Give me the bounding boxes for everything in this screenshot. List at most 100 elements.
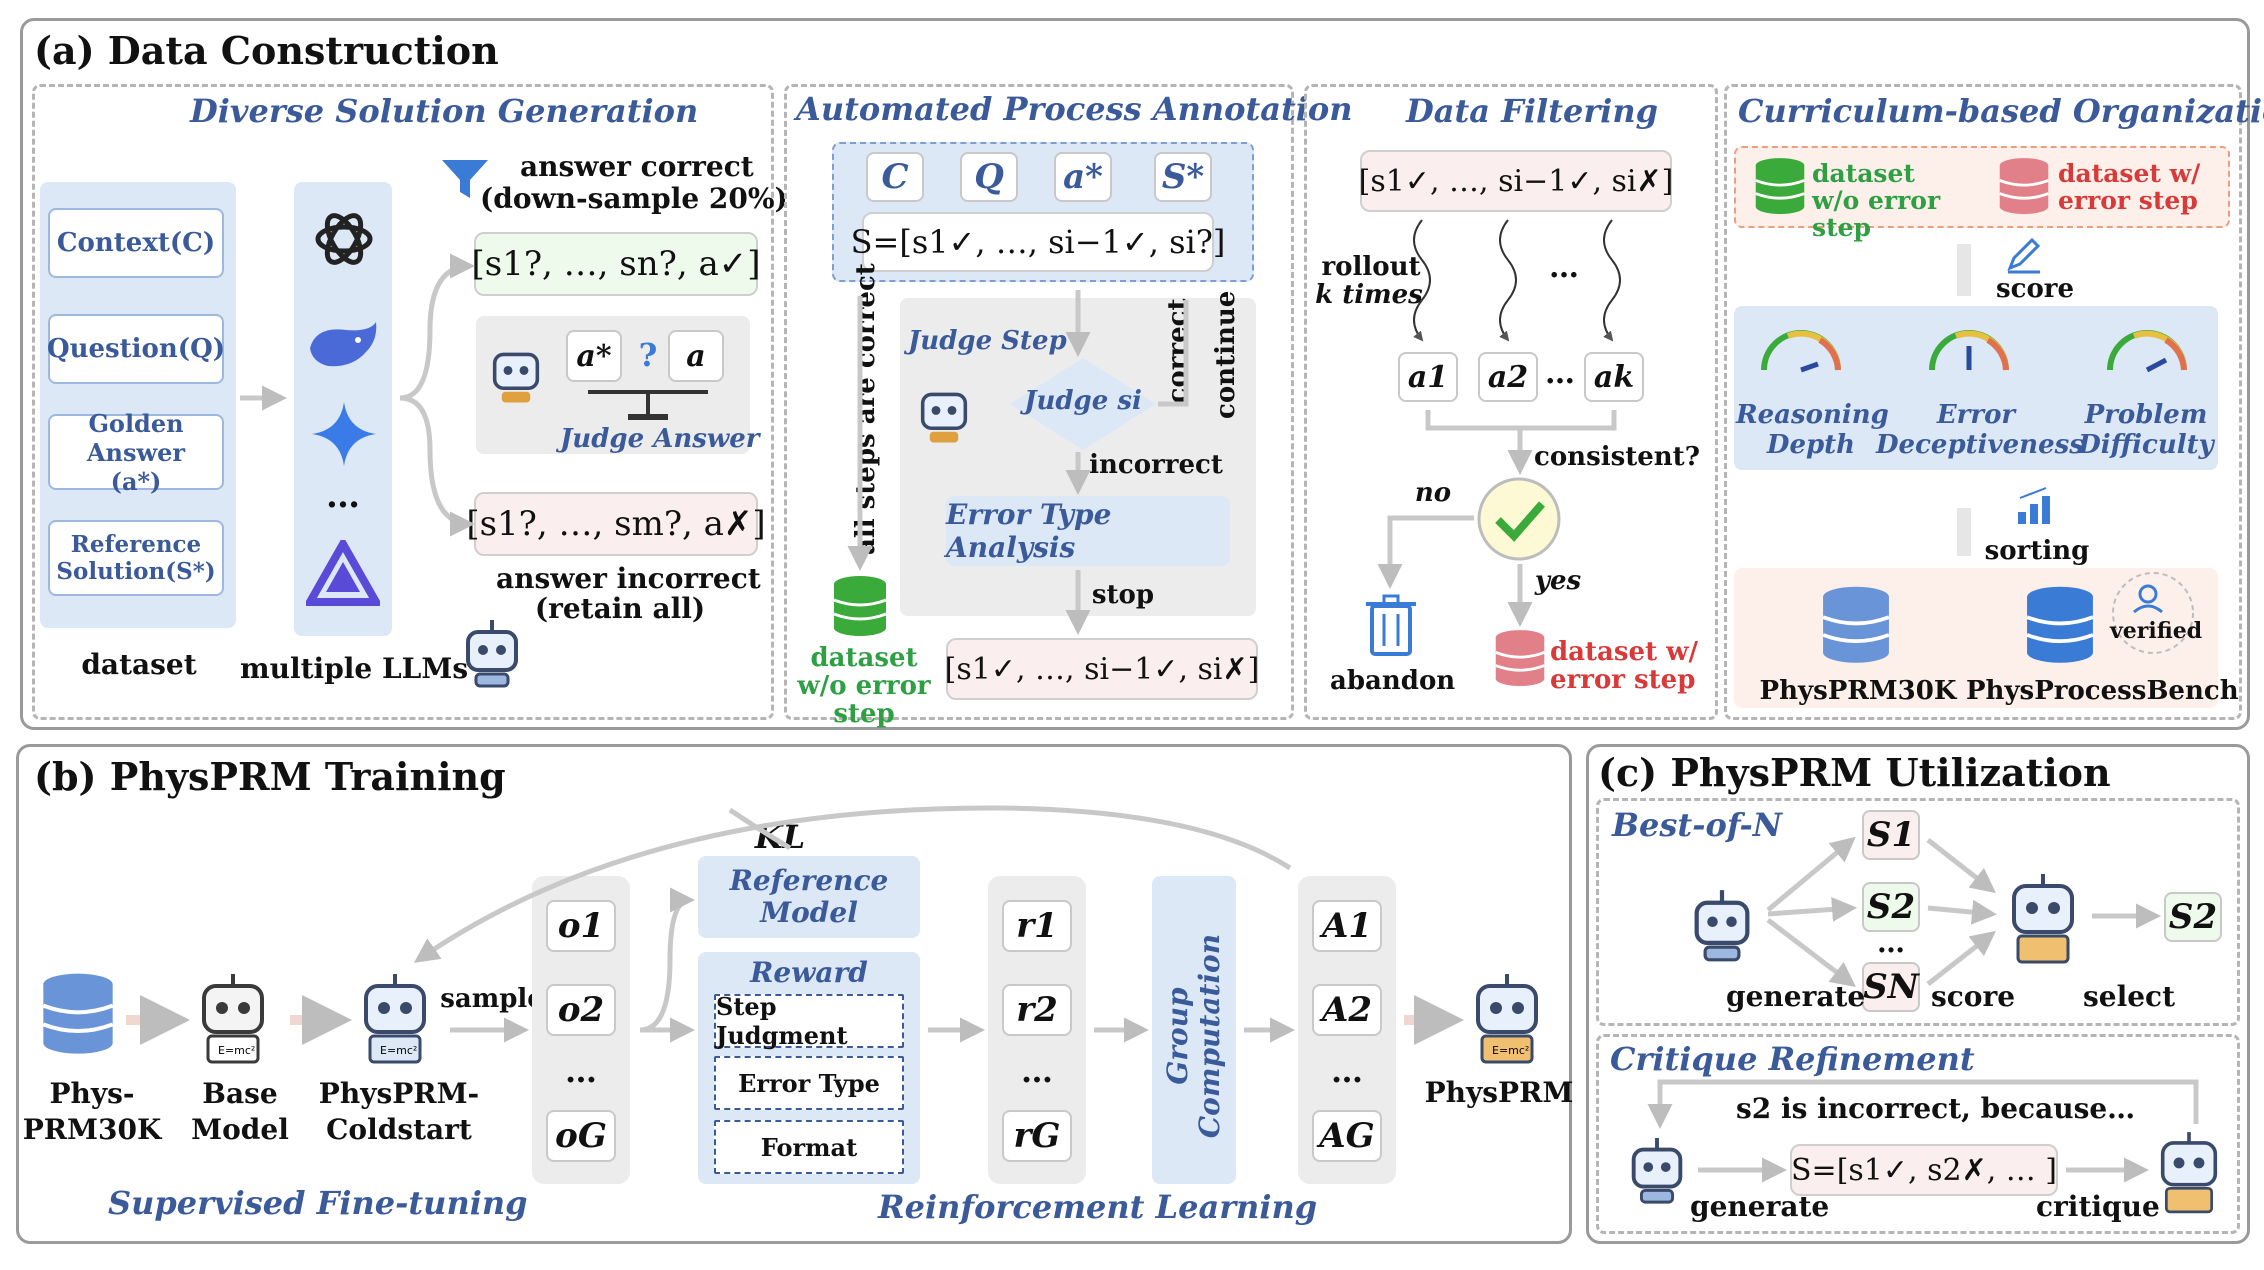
cur-db-pink-icon [1996, 156, 2052, 222]
filtering-title: Data Filtering [1406, 92, 1658, 130]
answer-correct-label: answer correct [520, 150, 754, 183]
output-o2: o2 [546, 984, 616, 1036]
chip-c: C [866, 152, 924, 202]
gauge-icon-3 [2104, 324, 2190, 378]
openai-icon [310, 205, 378, 277]
whale-icon [306, 318, 382, 378]
judge-diamond [1008, 356, 1158, 456]
physprocessbench-label: PhysProcessBench [1966, 676, 2239, 706]
phys-db-label: Phys-PRM30K [22, 1077, 162, 1146]
panel-a-title: (a) Data Construction [34, 28, 499, 73]
diverse-solution-section [32, 84, 774, 720]
gauge-icon-1 [1758, 324, 1844, 378]
reward-format: Format [714, 1120, 904, 1174]
abandon-label: abandon [1330, 666, 1456, 696]
bon-gen-robot-icon [1684, 884, 1760, 972]
curriculum-title: Curriculum-based Organization [1738, 92, 2264, 130]
advantage-ag: AG [1312, 1110, 1382, 1162]
answers-dots: … [1545, 356, 1575, 391]
critique-section [1596, 1034, 2240, 1234]
answer-a1: a1 [1398, 352, 1458, 402]
sft-label: Supervised Fine-tuning [108, 1184, 528, 1222]
annotation-output-seq: [s1✓, …, si−1✓, si✗] [945, 638, 1259, 700]
gemini-icon [310, 400, 378, 472]
bon-select-label: select [2082, 980, 2175, 1013]
annot-dataset-wo-label: dataset w/o error step [797, 643, 931, 729]
annotation-s-seq: S=[s1✓, …, si−1✓, si?] [851, 212, 1225, 272]
group-computation-box [1152, 876, 1236, 1184]
crit-critique-label: critique [2036, 1190, 2160, 1223]
svg-text:E=mc²: E=mc² [1492, 1044, 1529, 1057]
answer-incorrect-label: answer incorrect [496, 562, 761, 595]
chip-s-star: S* [1154, 152, 1212, 202]
output-o1: o1 [546, 900, 616, 952]
output-og: oG [546, 1110, 616, 1162]
filtering-section [1304, 84, 1718, 720]
chip-q: Q [960, 152, 1018, 202]
annotation-section [784, 84, 1294, 720]
candidate-s1: S1 [1862, 810, 1920, 860]
metric-problem-difficulty: Problem Difficulty [2078, 400, 2214, 460]
svg-text:E=mc²: E=mc² [218, 1044, 255, 1057]
sample-label: sample [440, 984, 544, 1014]
dataset-item-reference: Reference Solution(S*) [48, 520, 224, 596]
reward-dots: … [1021, 1052, 1053, 1090]
judge-robot-icon [484, 342, 548, 410]
critique-feedback: s2 is incorrect, because… [1736, 1092, 2136, 1125]
verified-label: verified [2110, 618, 2203, 644]
reward-rg: rG [1002, 1110, 1072, 1162]
curriculum-section [1724, 84, 2242, 720]
bon-score-label: score [1930, 980, 2016, 1013]
cur-dataset-w-label: dataset w/ error step [2058, 159, 2201, 215]
advantage-a1: A1 [1312, 900, 1382, 952]
sorting-icon [2016, 486, 2060, 530]
check-circle-icon [1476, 476, 1562, 566]
filter-db-pink-icon [1492, 628, 1548, 694]
diverse-title: Diverse Solution Generation [190, 92, 699, 130]
sorting-label: sorting [1984, 536, 2090, 566]
reward-error-type: Error Type [714, 1056, 904, 1110]
error-type-box: Error Type Analysis [946, 496, 1230, 566]
chip-a-star: a* [1054, 152, 1112, 202]
physprm-label: PhysPRM [1424, 1076, 1574, 1109]
advantage-dots: … [1331, 1052, 1363, 1090]
judge-a: a [668, 330, 724, 382]
answer-correct-note: (down-sample 20%) [480, 182, 788, 215]
bon-section [1596, 798, 2240, 1026]
metric-error-deceptiveness: Error Deceptiveness [1876, 400, 2084, 460]
trash-icon [1364, 592, 1418, 662]
selected-s2: S2 [2164, 892, 2222, 942]
filter-icon [440, 156, 490, 206]
judge-step-label: Judge Step [908, 326, 1067, 356]
annot-robot-icon [912, 382, 976, 450]
candidate-dots: … [1877, 926, 1905, 959]
rl-label: Reinforcement Learning [878, 1188, 1318, 1226]
critique-seq: S=[s1✓, s2✗, … ] [1790, 1144, 2058, 1196]
k-times-label: k times [1315, 280, 1423, 310]
physprm30k-label: PhysPRM30K [1759, 676, 1957, 706]
annot-db-green-icon [830, 574, 890, 644]
score-label: score [1995, 274, 2075, 304]
robot-icon [456, 618, 528, 694]
incorrect-label: incorrect [1089, 450, 1223, 480]
curriculum-input-box [1734, 146, 2230, 228]
phys-db-icon [38, 970, 118, 1064]
llm-dots: … [326, 476, 360, 516]
rollout-label: rollout [1321, 252, 1421, 282]
dataset-item-question: Question(Q) [47, 314, 225, 384]
verified-badge-icon [2106, 570, 2200, 660]
candidate-s2: S2 [1862, 882, 1920, 932]
dataset-label: dataset [81, 648, 197, 681]
panel-b [16, 744, 1572, 1244]
reference-model-box: Reference Model [698, 856, 920, 938]
judge-answer-label: Judge Answer [560, 424, 760, 454]
output-dots: … [565, 1052, 597, 1090]
dataset-item-context: Context(C) [48, 208, 224, 278]
bon-title: Best-of-N [1612, 806, 1782, 844]
answer-incorrect-note: (retain all) [534, 592, 706, 625]
judge-a-star: a* [566, 330, 622, 382]
panel-c [1586, 744, 2250, 1244]
gauge-icon-2 [1926, 324, 2012, 378]
svg-text:E=mc²: E=mc² [380, 1044, 417, 1057]
consistent-label: consistent? [1534, 442, 1700, 472]
